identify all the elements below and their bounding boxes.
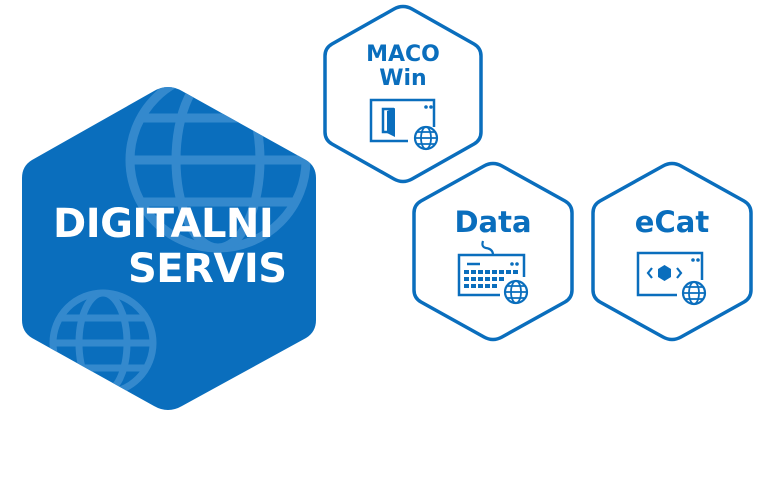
tile-ecat-label: eCat [634,205,710,239]
tile-data-label: Data [454,205,532,239]
badge-title-line1: DIGITALNI [53,201,274,247]
window-door-globe-icon [369,98,439,151]
badge-title-line2: SERVIS [128,246,287,292]
tile-maco-win-label-line1: MACO [366,42,440,67]
window-code-hexagon-globe-icon [636,251,707,306]
tile-maco-win-label-line2: Win [379,66,427,91]
keyboard-globe-icon [457,240,529,305]
